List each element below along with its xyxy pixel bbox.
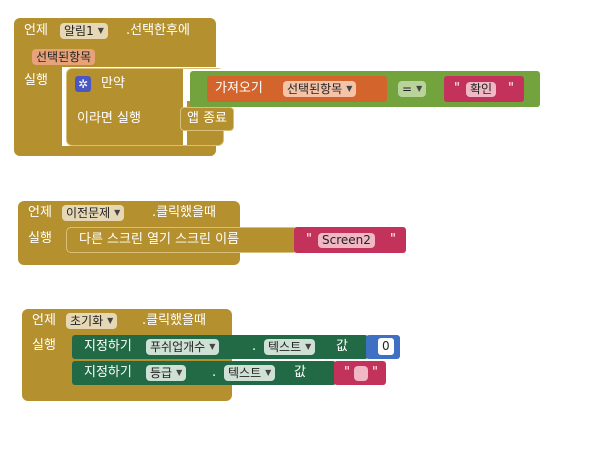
param-label: 선택된항목 bbox=[36, 50, 92, 64]
component-dropdown-label: 푸쉬업개수 bbox=[150, 340, 206, 354]
chevron-down-icon: ▼ bbox=[107, 316, 114, 325]
operator-label: = bbox=[402, 82, 413, 96]
property-dropdown[interactable]: 텍스트 ▼ bbox=[224, 365, 276, 381]
quote-open: " bbox=[344, 365, 350, 380]
chevron-down-icon: ▼ bbox=[176, 368, 183, 377]
do-label: 실행 bbox=[32, 338, 56, 353]
then-label: 이라면 실행 bbox=[77, 111, 141, 126]
event-block-footer bbox=[62, 146, 216, 156]
chevron-down-icon: ▼ bbox=[346, 84, 353, 93]
event-block-notifier-after-choosing[interactable]: 언제 알림1 ▼ .선택한후에 선택된항목 실행 ✲ 만약 이라면 실행 앱 종… bbox=[14, 18, 234, 156]
event-block-prev-question-click[interactable]: 언제 이전문제 ▼ .클릭했을때 실행 다른 스크린 열기 스크린 이름 " S… bbox=[18, 201, 406, 265]
text-literal-block[interactable]: " " bbox=[334, 361, 386, 385]
value-label: 값 bbox=[294, 365, 306, 380]
dot-label: . bbox=[212, 365, 217, 380]
set-label: 지정하기 bbox=[84, 339, 132, 354]
variable-dropdown[interactable]: 선택된항목 ▼ bbox=[283, 81, 357, 97]
setter-block-grade[interactable]: 지정하기 등급 ▼ . 텍스트 ▼ 값 bbox=[72, 361, 336, 385]
event-name-label: .클릭했을때 bbox=[152, 205, 216, 220]
event-block-reset-click[interactable]: 언제 초기화 ▼ .클릭했을때 실행 지정하기 푸쉬업개수 ▼ . 텍스트 ▼ … bbox=[22, 309, 402, 401]
chevron-down-icon: ▼ bbox=[416, 84, 423, 93]
value-label: 값 bbox=[336, 339, 348, 354]
component-dropdown[interactable]: 등급 ▼ bbox=[146, 365, 187, 381]
quote-open: " bbox=[306, 232, 312, 247]
component-dropdown-label: 알림1 bbox=[64, 24, 94, 38]
operator-dropdown[interactable]: = ▼ bbox=[398, 81, 427, 97]
open-screen-label: 다른 스크린 열기 스크린 이름 bbox=[79, 232, 240, 247]
chevron-down-icon: ▼ bbox=[265, 368, 272, 377]
component-dropdown[interactable]: 푸쉬업개수 ▼ bbox=[146, 339, 220, 355]
when-label: 언제 bbox=[32, 313, 56, 328]
param-chip[interactable]: 선택된항목 bbox=[32, 49, 96, 65]
do-label: 실행 bbox=[28, 231, 52, 246]
when-label: 언제 bbox=[24, 23, 48, 38]
component-dropdown-label: 이전문제 bbox=[66, 206, 111, 220]
variable-dropdown-label: 선택된항목 bbox=[287, 82, 343, 96]
event-name-label: .클릭했을때 bbox=[142, 313, 206, 328]
component-dropdown[interactable]: 알림1 ▼ bbox=[60, 23, 108, 39]
dot-label: . bbox=[252, 339, 257, 354]
get-label: 가져오기 bbox=[215, 81, 263, 96]
event-name-label: .선택한후에 bbox=[126, 23, 190, 38]
quote-close: " bbox=[508, 81, 514, 96]
component-dropdown[interactable]: 초기화 ▼ bbox=[66, 313, 118, 329]
text-literal-block[interactable]: " 확인 " bbox=[444, 76, 524, 102]
property-dropdown[interactable]: 텍스트 ▼ bbox=[264, 339, 316, 355]
chevron-down-icon: ▼ bbox=[305, 342, 312, 351]
if-label: 만약 bbox=[101, 76, 125, 91]
property-dropdown-label: 텍스트 bbox=[228, 366, 262, 380]
setter-block-pushup-count[interactable]: 지정하기 푸쉬업개수 ▼ . 텍스트 ▼ 값 bbox=[72, 335, 368, 359]
text-value-field[interactable] bbox=[354, 366, 368, 381]
quote-close: " bbox=[372, 365, 378, 380]
logic-compare-block[interactable]: 가져오기 선택된항목 ▼ = ▼ " 확인 " bbox=[190, 71, 540, 107]
text-value-field[interactable]: 확인 bbox=[466, 82, 497, 97]
when-label: 언제 bbox=[28, 205, 52, 220]
text-literal-block[interactable]: " Screen2 " bbox=[294, 227, 406, 253]
quote-open: " bbox=[454, 81, 460, 96]
chevron-down-icon: ▼ bbox=[114, 208, 121, 217]
quote-close: " bbox=[390, 232, 396, 247]
number-block[interactable]: 0 bbox=[366, 335, 400, 359]
screen-name-field[interactable]: Screen2 bbox=[318, 233, 375, 248]
chevron-down-icon: ▼ bbox=[97, 26, 104, 35]
component-dropdown-label: 초기화 bbox=[70, 314, 104, 328]
component-dropdown-label: 등급 bbox=[150, 366, 173, 380]
component-dropdown[interactable]: 이전문제 ▼ bbox=[62, 205, 125, 221]
gear-icon[interactable]: ✲ bbox=[75, 76, 91, 92]
number-value-field[interactable]: 0 bbox=[378, 338, 394, 355]
open-screen-block[interactable]: 다른 스크린 열기 스크린 이름 bbox=[66, 227, 298, 253]
do-label: 실행 bbox=[24, 73, 48, 88]
property-dropdown-label: 텍스트 bbox=[268, 340, 302, 354]
close-app-label: 앱 종료 bbox=[187, 111, 228, 126]
set-label: 지정하기 bbox=[84, 365, 132, 380]
close-app-block[interactable]: 앱 종료 bbox=[180, 107, 234, 131]
get-variable-block[interactable]: 가져오기 선택된항목 ▼ bbox=[207, 76, 387, 102]
chevron-down-icon: ▼ bbox=[209, 342, 216, 351]
